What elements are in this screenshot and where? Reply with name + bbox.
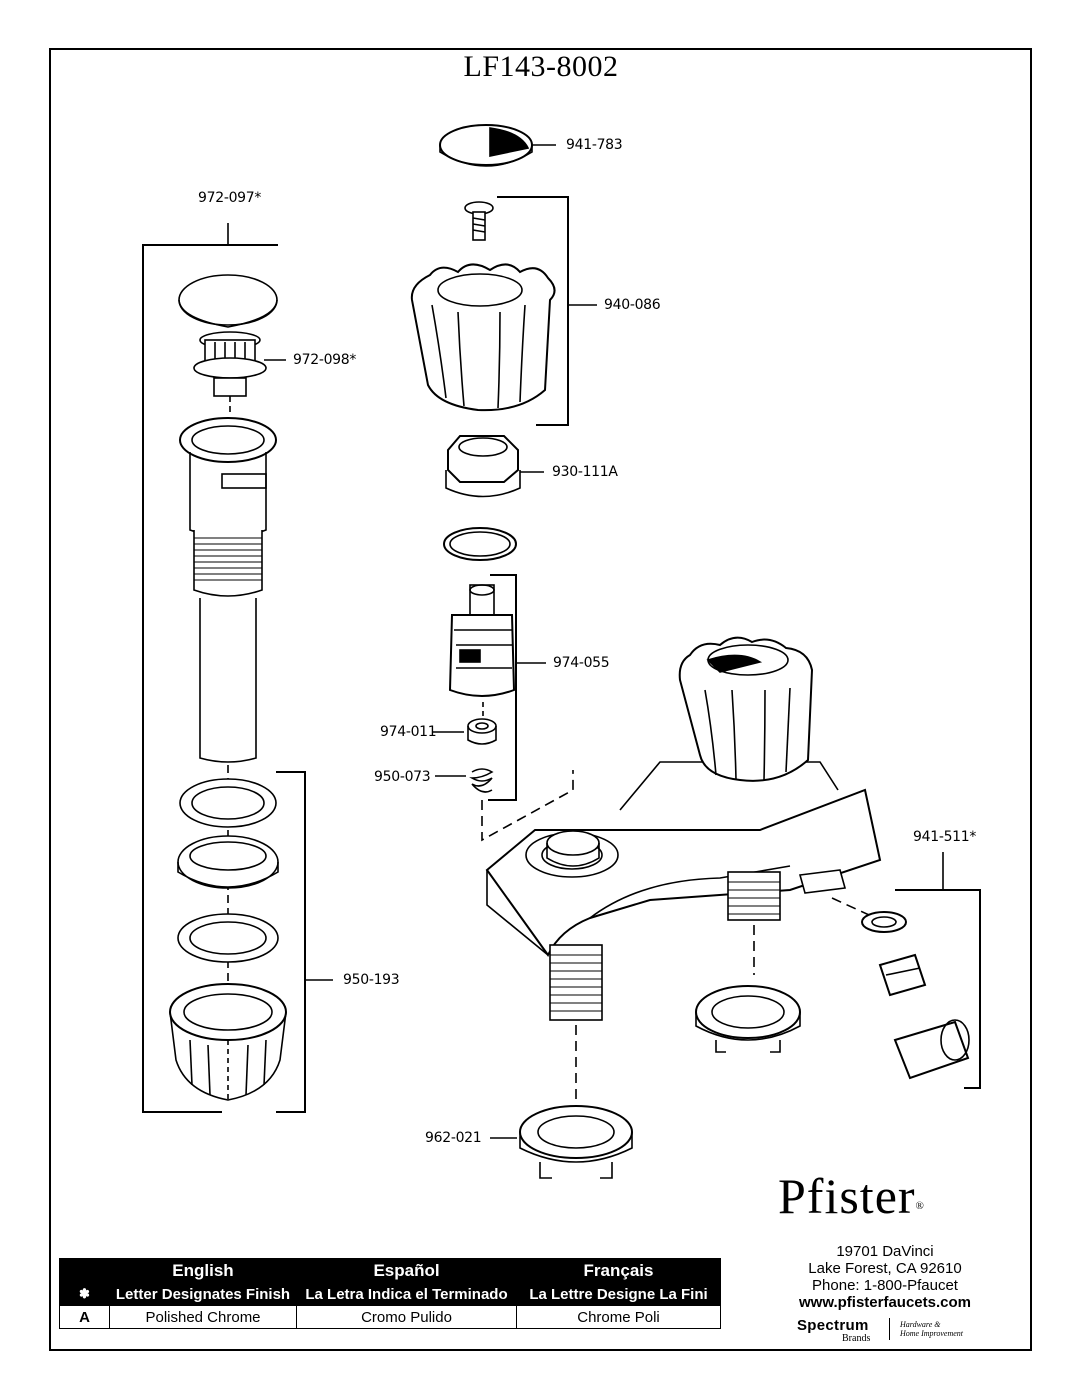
part-label-seat: 974-011 — [380, 724, 437, 740]
finish-spanish: Cromo Pulido — [296, 1305, 517, 1329]
pop-up-stopper-drawing — [178, 274, 278, 412]
pfister-logo: Pfister® — [778, 1168, 925, 1224]
faucet-shanks-drawing — [549, 871, 781, 1100]
brand-name: Pfister — [778, 1168, 916, 1224]
spectrum-tagline: Hardware & Home Improvement — [900, 1320, 963, 1338]
o-ring-drawing — [443, 527, 517, 561]
tagline-line-1: Hardware & — [900, 1320, 941, 1329]
cartridge-guide-line — [481, 770, 574, 842]
website-link[interactable]: www.pfisterfaucets.com — [799, 1294, 971, 1311]
legend-header-row: English Español Français — [59, 1258, 721, 1283]
part-label-drain-gasket-set: 950-193 — [343, 972, 400, 988]
legend-header-spanish: Español — [296, 1258, 517, 1283]
cold-handle-drawing — [678, 636, 814, 782]
finish-english: Polished Chrome — [109, 1305, 297, 1329]
handle-drawing — [410, 263, 556, 412]
aerator-bracket — [895, 852, 981, 1089]
part-label-aerator-assembly: 941-511* — [913, 829, 977, 845]
legend-description-row: ✽ Letter Designates Finish La Letra Indi… — [59, 1282, 721, 1306]
legend-description-spanish: La Letra Indica el Terminado — [296, 1282, 517, 1306]
address-line-1: 19701 DaVinci — [836, 1243, 934, 1260]
spring-drawing — [435, 768, 494, 793]
tagline-line-2: Home Improvement — [900, 1329, 964, 1338]
hot-index-button-drawing — [439, 124, 556, 167]
part-label-spring: 950-073 — [374, 769, 431, 785]
spectrum-brands-sub: Brands — [842, 1333, 871, 1344]
mounting-nut-drawing — [490, 985, 801, 1179]
part-label-cartridge-assembly: 974-055 — [553, 655, 610, 671]
cartridge-bracket — [488, 574, 546, 801]
drain-assembly-bracket — [142, 223, 278, 1113]
legend-marker-icon: ✽ — [59, 1282, 110, 1306]
legend-header-french: Français — [516, 1258, 721, 1283]
aerator-drawing — [798, 869, 970, 1080]
seat-drawing — [433, 718, 497, 745]
finish-legend-table: English Español Français ✽ Letter Design… — [59, 1258, 721, 1329]
legend-header-blank — [59, 1258, 110, 1283]
page-border — [49, 48, 1032, 1351]
logo-divider — [889, 1318, 890, 1340]
legend-finish-row: A Polished Chrome Cromo Pulido Chrome Po… — [59, 1305, 721, 1329]
legend-description-english: Letter Designates Finish — [109, 1282, 297, 1306]
part-label-pop-up-stopper: 972-098* — [293, 352, 357, 368]
contact-block: 19701 DaVinci Lake Forest, CA 92610 Phon… — [760, 1243, 1010, 1311]
faucet-body-drawing — [485, 761, 882, 957]
finish-french: Chrome Poli — [516, 1305, 721, 1329]
cartridge-drawing — [448, 584, 516, 720]
handle-screw-drawing — [464, 201, 494, 241]
part-label-mounting-nut: 962-021 — [425, 1130, 482, 1146]
address-line-2: Lake Forest, CA 92610 — [808, 1260, 962, 1277]
gasket-set-bracket — [276, 771, 333, 1113]
finish-code: A — [59, 1305, 110, 1329]
part-label-handle-assembly: 940-086 — [604, 297, 661, 313]
part-label-hot-index-button: 941-783 — [566, 137, 623, 153]
handle-bracket — [497, 196, 597, 426]
part-label-bonnet-nut: 930-111A — [552, 464, 618, 480]
drain-body-drawing — [179, 417, 277, 1030]
model-number-title: LF143-8002 — [463, 50, 619, 83]
legend-header-english: English — [109, 1258, 297, 1283]
drain-gasket-set-drawing — [169, 778, 287, 1101]
phone-number: Phone: 1-800-Pfaucet — [812, 1277, 958, 1294]
part-label-drain-assembly: 972-097* — [198, 190, 262, 206]
legend-description-french: La Lettre Designe La Fini — [516, 1282, 721, 1306]
bonnet-nut-drawing — [445, 435, 544, 498]
spectrum-brands-logo: Spectrum — [797, 1317, 869, 1334]
